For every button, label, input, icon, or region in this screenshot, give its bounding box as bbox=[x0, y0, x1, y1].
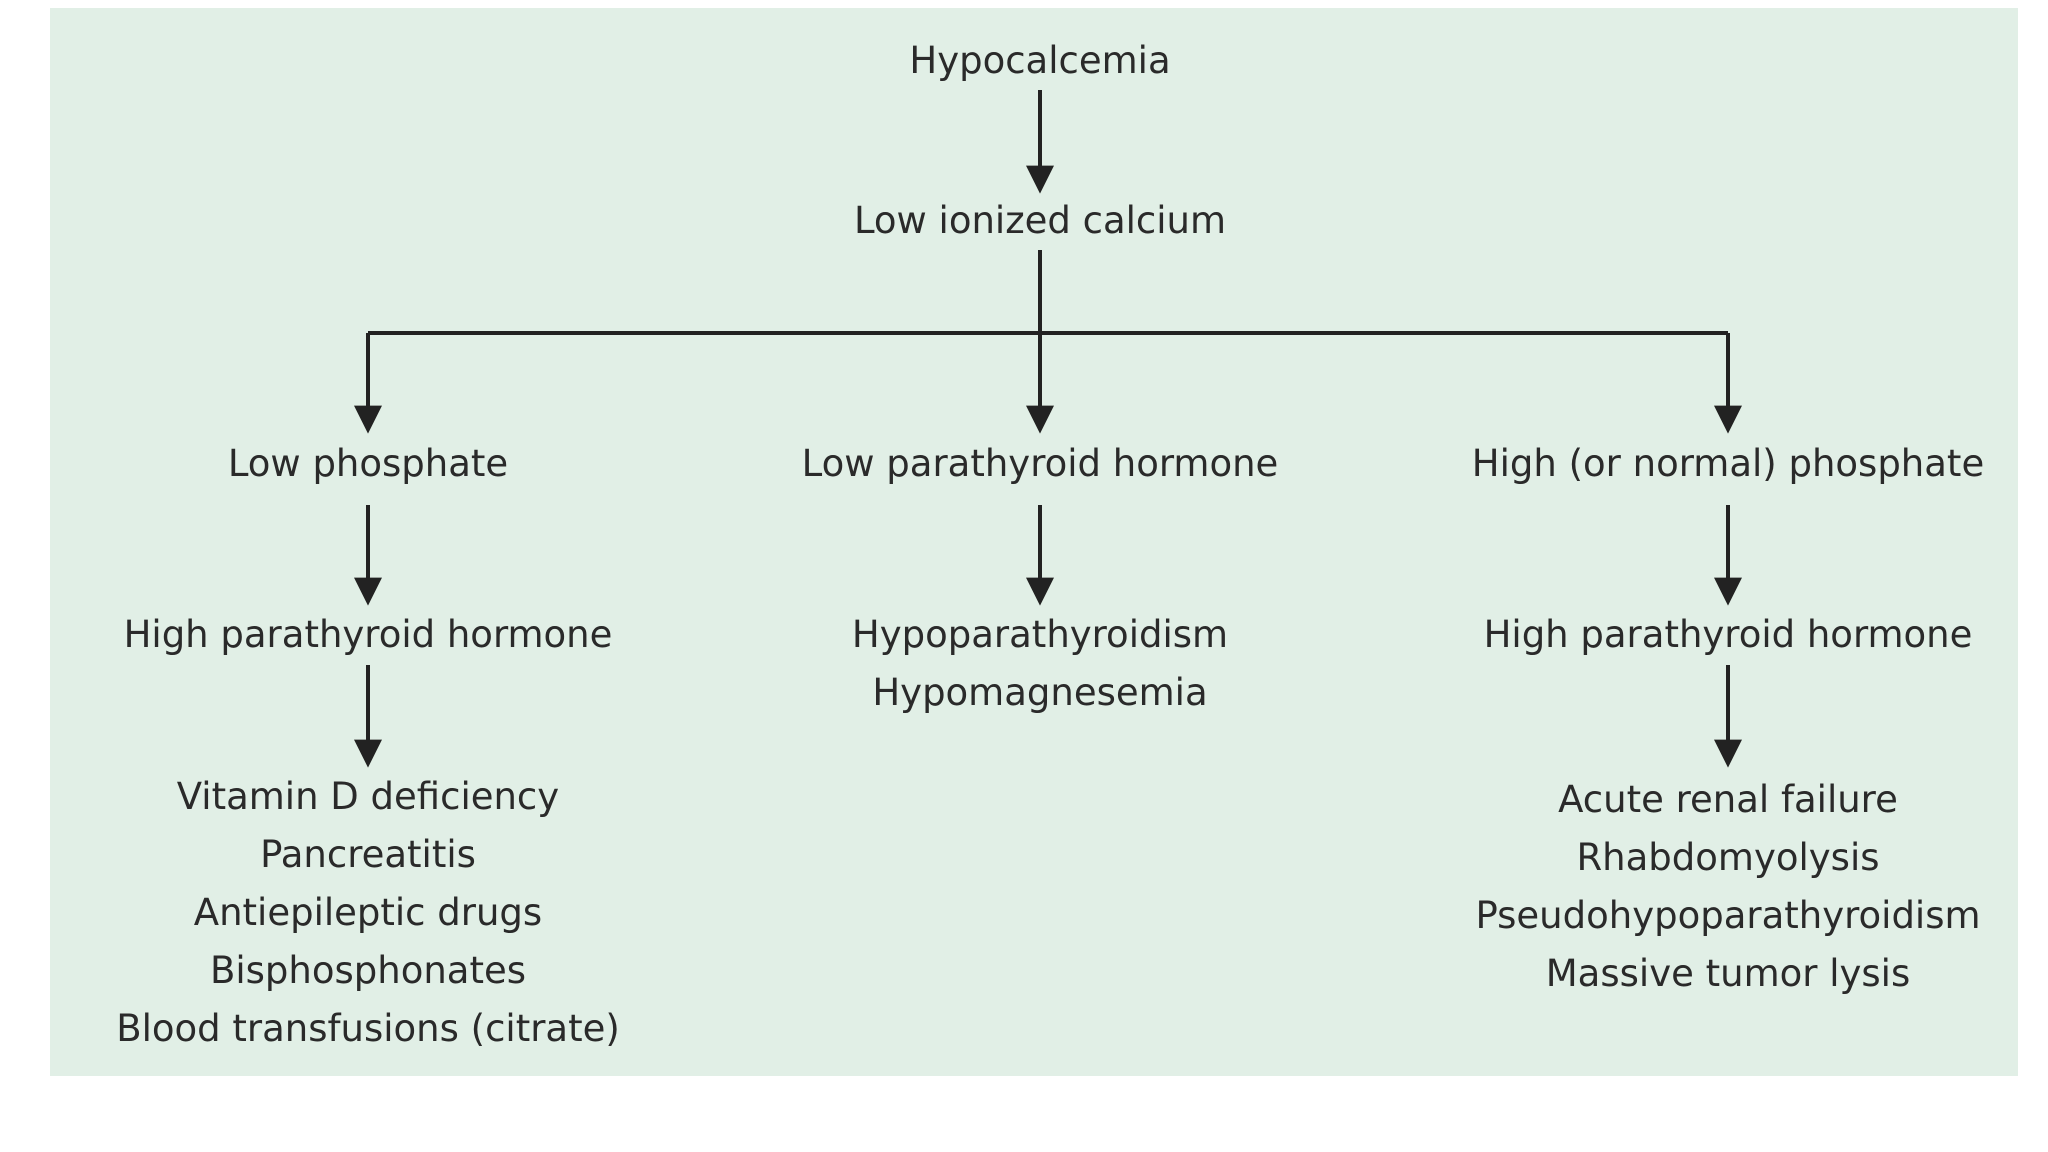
list-item: Blood transfusions (citrate) bbox=[116, 1007, 620, 1050]
list-item: Massive tumor lysis bbox=[1545, 952, 1911, 995]
left-causes-list: Vitamin D deficiency Pancreatitis Antiep… bbox=[116, 768, 620, 1058]
list-item: Hypoparathyroidism bbox=[851, 613, 1229, 656]
node-left-branch: Low phosphate bbox=[227, 442, 509, 485]
list-item: Vitamin D deficiency bbox=[176, 775, 560, 818]
node-left-pth: High parathyroid hormone bbox=[123, 613, 613, 656]
node-right-pth: High parathyroid hormone bbox=[1483, 613, 1973, 656]
node-right-branch: High (or normal) phosphate bbox=[1471, 442, 1985, 485]
list-item: Antiepileptic drugs bbox=[193, 891, 543, 934]
right-causes-list: Acute renal failure Rhabdomyolysis Pseud… bbox=[1475, 771, 1980, 1003]
node-middle-branch: Low parathyroid hormone bbox=[801, 442, 1279, 485]
node-level1: Low ionized calcium bbox=[853, 199, 1227, 242]
node-root: Hypocalcemia bbox=[909, 39, 1171, 82]
list-item: Acute renal failure bbox=[1558, 778, 1898, 821]
list-item: Pancreatitis bbox=[260, 833, 476, 876]
list-item: Bisphosphonates bbox=[209, 949, 527, 992]
middle-causes-list: Hypoparathyroidism Hypomagnesemia bbox=[852, 606, 1228, 722]
list-item: Pseudohypoparathyroidism bbox=[1475, 894, 1981, 937]
list-item: Rhabdomyolysis bbox=[1576, 836, 1880, 879]
list-item: Hypomagnesemia bbox=[872, 671, 1208, 714]
